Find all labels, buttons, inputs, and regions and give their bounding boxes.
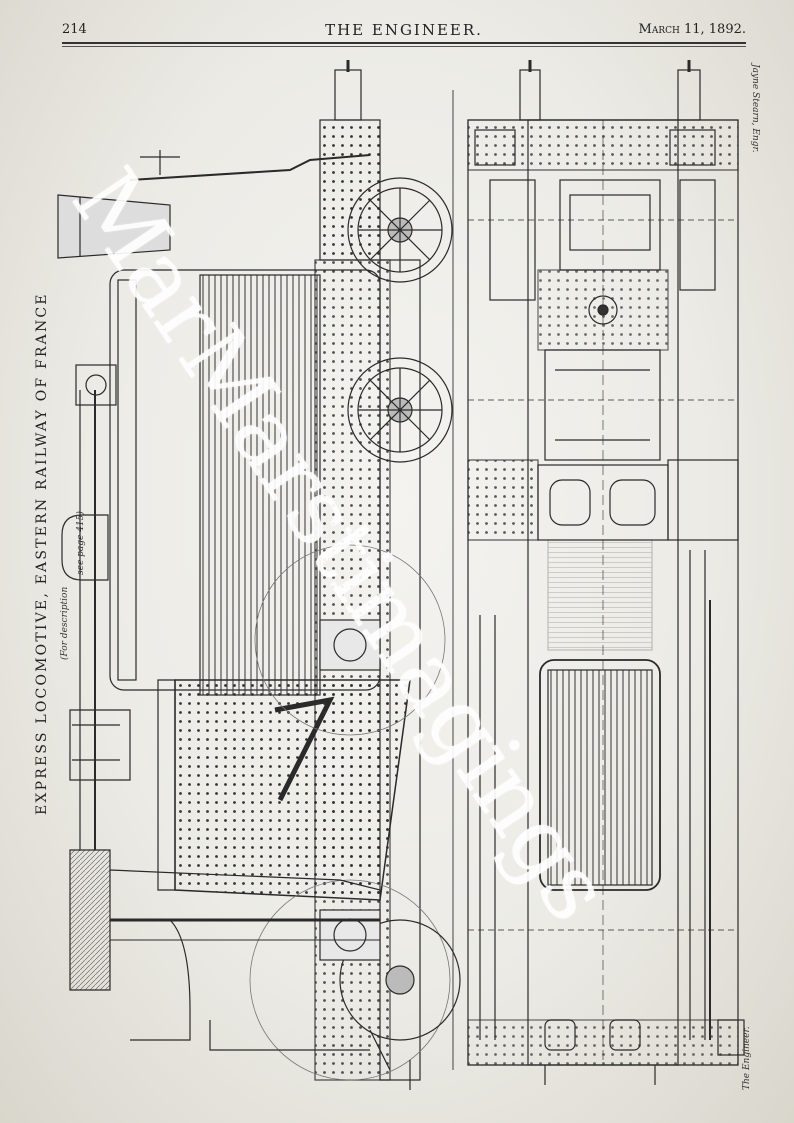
page-header: 214 THE ENGINEER. March 11, 1892. [62,20,746,42]
side-elevation-view [57,60,461,1090]
issue-date: March 11, 1892. [638,22,746,37]
plan-view [467,60,745,1085]
leading-wheel [347,177,453,283]
locomotive-engraving [57,60,745,1090]
driving-wheel [347,357,453,463]
header-rule-thin [62,46,746,47]
page-number: 214 [62,22,87,37]
rear-wheel [249,544,461,1081]
header-rule [62,42,746,44]
journal-title: THE ENGINEER. [325,21,483,39]
